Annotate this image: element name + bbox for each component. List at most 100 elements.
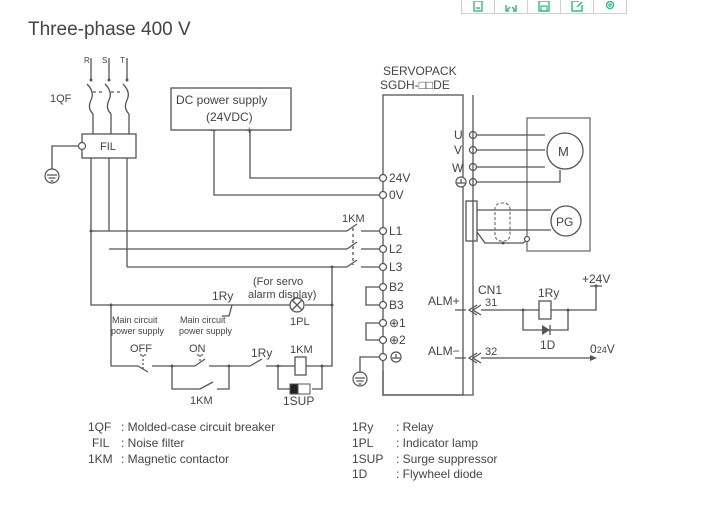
motor-frame	[526, 117, 591, 252]
off-switch-label: OFF	[130, 343, 152, 355]
holding-contact-label: 1KM	[190, 395, 213, 407]
save-icon	[538, 0, 550, 12]
legend-desc: : Indicator lamp	[396, 436, 478, 450]
servopack-box	[382, 94, 464, 396]
indicator-lamp-1pl	[289, 297, 305, 313]
expand-button[interactable]	[495, 0, 528, 13]
holding-contact-1km	[171, 366, 230, 390]
relay-contact-1ry-lamp	[222, 304, 233, 317]
diode-label: 1D	[540, 338, 556, 352]
diagram-title: Three-phase 400 V	[28, 19, 191, 40]
edit-button[interactable]	[561, 0, 594, 13]
plus24-label: +24V	[582, 272, 610, 286]
terminal-l3: L3	[389, 260, 403, 274]
servopack-label: SERVOPACK	[383, 64, 457, 78]
flywheel-diode-1d	[542, 325, 551, 335]
dc-minus: −	[210, 125, 216, 137]
servopack-left-terminals: 24V 0V L1 L2 L3 B2 B3 ⊕1 ⊕2	[378, 171, 410, 363]
alm-plus-pin: 31	[485, 297, 497, 309]
suppressor-label: 1SUP	[283, 394, 314, 408]
arrow-icon	[590, 355, 597, 361]
servopack-right-terminals: U V W	[452, 128, 478, 188]
legend-desc: : Flywheel diode	[396, 467, 483, 481]
lamp-note-line2: alarm display)	[248, 289, 316, 301]
legend-desc: : Surge suppressor	[396, 452, 497, 466]
surge-suppressor-1sup	[289, 383, 311, 395]
alm-plus-label: ALM+	[428, 294, 460, 308]
servopack-model: SGDH-□□DE	[380, 78, 450, 92]
encoder-label: PG	[556, 215, 573, 229]
terminal-v: V	[454, 143, 462, 157]
on-switch-label: ON	[189, 343, 206, 355]
relay-coil-1ry	[538, 300, 552, 320]
edit-icon	[571, 0, 583, 12]
alm-plus-connector	[455, 304, 482, 316]
encoder-connector	[465, 200, 478, 242]
off-pushbutton	[137, 354, 149, 373]
legend-desc: : Relay	[396, 420, 433, 434]
lamp-note-line1: (For servo	[253, 276, 303, 288]
settings-icon	[605, 0, 615, 9]
alm-minus-pin: 32	[485, 346, 497, 358]
expand-icon	[505, 4, 517, 12]
copy-icon	[473, 0, 483, 12]
legend-desc: : Magnetic contactor	[121, 452, 229, 466]
terminal-0v: 0V	[389, 188, 404, 202]
alm-minus-label: ALM−	[428, 344, 460, 358]
contactor-label: 1KM	[342, 213, 365, 225]
image-toolbar	[461, 0, 627, 14]
alm-minus-connector	[455, 352, 482, 364]
legend: 1QF : Molded-case circuit breaker FIL : …	[88, 420, 497, 481]
off-switch-line2: power supply	[111, 326, 165, 336]
legend-code: 1SUP	[352, 452, 383, 466]
dc-power-supply	[170, 87, 292, 131]
dc-plus: +	[246, 125, 252, 137]
terminal-u: U	[454, 128, 463, 142]
settings-button[interactable]	[594, 0, 626, 13]
legend-code: 1PL	[352, 436, 374, 450]
copy-button[interactable]	[462, 0, 495, 13]
terminal-l2: L2	[389, 242, 403, 256]
on-switch-line1: Main circuit	[180, 315, 226, 325]
encoder-icon	[550, 205, 582, 237]
dc-supply-line1: DC power supply	[176, 93, 267, 107]
ground-icon	[352, 371, 368, 387]
ground-icon	[44, 168, 60, 184]
terminal-w: W	[452, 161, 464, 175]
dc-supply-line2: (24VDC)	[206, 110, 253, 124]
save-button[interactable]	[528, 0, 561, 13]
legend-code: 1QF	[88, 420, 111, 434]
terminal-plus1: ⊕1	[389, 316, 406, 330]
breaker-1qf	[86, 58, 130, 134]
terminal-b2: B2	[389, 280, 404, 294]
breaker-label: 1QF	[50, 93, 72, 105]
terminal-b3: B3	[389, 298, 404, 312]
shield-icon	[494, 202, 511, 242]
noise-filter	[81, 133, 137, 159]
on-pushbutton	[194, 354, 206, 367]
terminal-24v: 24V	[389, 171, 410, 185]
contactor-coil-1km	[294, 356, 307, 376]
coil-label: 1KM	[290, 344, 313, 356]
contactor-1km-main	[346, 223, 379, 268]
relay-coil-label: 1Ry	[538, 286, 559, 300]
phase-label-t: T	[120, 56, 125, 65]
legend-desc: : Molded-case circuit breaker	[121, 420, 275, 434]
off-switch-line1: Main circuit	[112, 315, 158, 325]
phase-label-s: S	[102, 56, 107, 65]
cn1-label: CN1	[478, 283, 502, 297]
zero24-label: 024V	[590, 342, 615, 356]
legend-code: 1D	[352, 467, 368, 481]
on-switch-line2: power supply	[179, 326, 233, 336]
phase-label-r: R	[84, 56, 90, 65]
motor-label: M	[558, 144, 569, 159]
lamp-label: 1PL	[290, 316, 310, 328]
relay-contact-label: 1Ry	[251, 346, 272, 360]
legend-desc: : Noise filter	[121, 436, 184, 450]
lamp-relay-label: 1Ry	[212, 289, 233, 303]
legend-code: 1Ry	[352, 420, 373, 434]
motor-icon	[546, 132, 584, 170]
terminal-l1: L1	[389, 224, 403, 238]
filter-label: FIL	[100, 141, 116, 153]
